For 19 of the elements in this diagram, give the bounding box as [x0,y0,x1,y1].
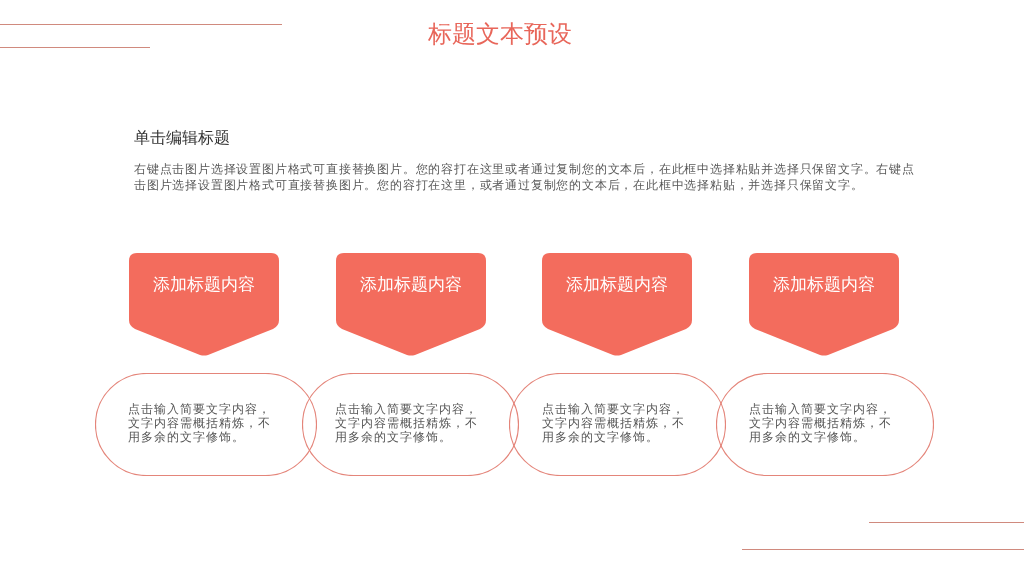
capsule-description: 点击输入简要文字内容，文字内容需概括精炼，不用多余的文字修饰。 [128,402,272,444]
banner-title: 添加标题内容 [152,274,256,296]
body-paragraph: 右键点击图片选择设置图片格式可直接替换图片。您的容打在这里或者通过复制您的文本后，在此框中选择粘贴并选择只保留文字。右键点击图片选择设置图片格式可直接替换图片。您的容打在这里，或者通过复制您的文本后，在此框中选择粘贴，并选择只保留文字。 [134,161,916,193]
capsule-outline [716,373,934,476]
pentagon-banner [542,253,692,356]
capsule-outline [302,373,519,476]
pentagon-banner [336,253,486,356]
section-heading: 单击编辑标题 [134,128,230,148]
capsule-description: 点击输入简要文字内容，文字内容需概括精炼，不用多余的文字修饰。 [335,402,479,444]
banner-title: 添加标题内容 [565,274,669,296]
banner-title: 添加标题内容 [359,274,463,296]
capsule-description: 点击输入简要文字内容，文字内容需概括精炼，不用多余的文字修饰。 [542,402,686,444]
capsule-outline [509,373,726,476]
page-title: 标题文本预设 [427,20,573,49]
banner-title: 添加标题内容 [772,274,876,296]
pentagon-banner [129,253,279,356]
pentagon-banner [749,253,899,356]
capsule-description: 点击输入简要文字内容，文字内容需概括精炼，不用多余的文字修饰。 [749,402,893,444]
capsule-outline [95,373,317,476]
